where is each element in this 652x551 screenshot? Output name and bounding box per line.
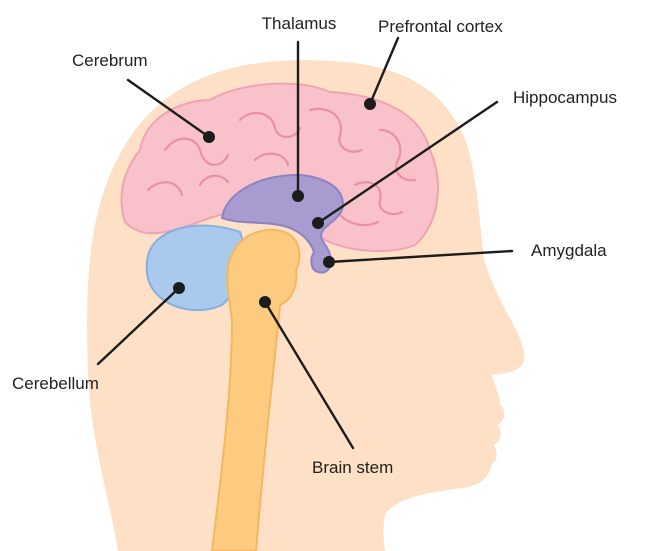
leader-dot-cerebrum bbox=[203, 131, 215, 143]
label-amygdala: Amygdala bbox=[531, 241, 607, 260]
label-cerebellum: Cerebellum bbox=[12, 374, 99, 393]
leader-dot-cerebellum bbox=[173, 282, 185, 294]
leader-dot-brain-stem bbox=[259, 296, 271, 308]
label-hippocampus: Hippocampus bbox=[513, 88, 617, 107]
label-thalamus: Thalamus bbox=[262, 14, 337, 33]
leader-dot-amygdala bbox=[323, 256, 335, 268]
leader-dot-prefrontal-cortex bbox=[364, 98, 376, 110]
label-brain-stem: Brain stem bbox=[312, 458, 393, 477]
label-cerebrum: Cerebrum bbox=[72, 51, 148, 70]
leader-dot-thalamus bbox=[292, 190, 304, 202]
label-prefrontal-cortex: Prefrontal cortex bbox=[378, 17, 503, 36]
leader-dot-hippocampus bbox=[312, 217, 324, 229]
